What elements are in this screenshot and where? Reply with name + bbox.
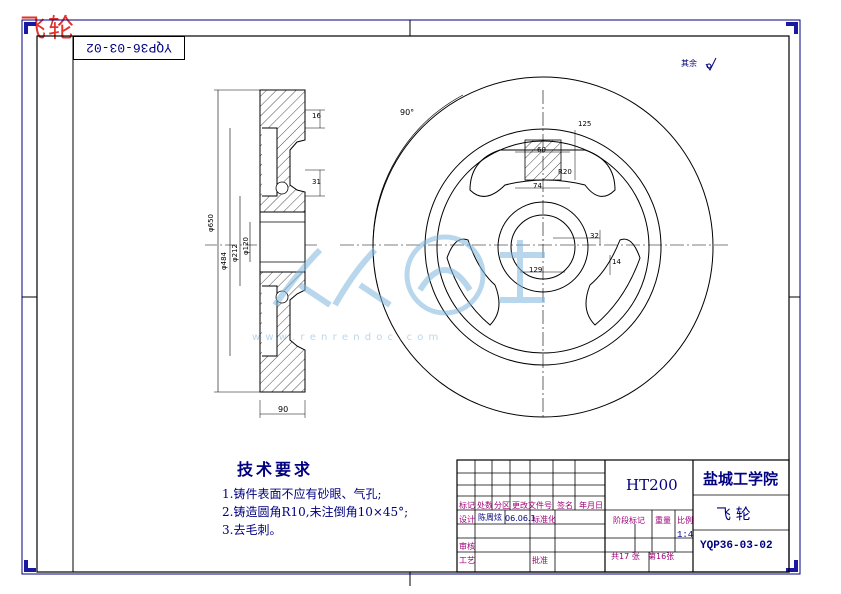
- centering-ticks: [22, 20, 800, 586]
- dim-slot-width-2: 74: [533, 182, 542, 190]
- tb-designer: 陈周炫: [478, 513, 502, 522]
- tb-header-sign: 签名: [557, 501, 573, 510]
- tb-standard-label: 标准化: [532, 515, 556, 524]
- tech-requirement-2: 2.铸造圆角R10,未注倒角10×45°;: [222, 505, 409, 519]
- part-name: 飞 轮: [716, 505, 751, 523]
- dim-slot-radius: R20: [558, 168, 572, 176]
- spoke-window-bottom: [505, 305, 580, 350]
- corner-title: 飞轮: [20, 14, 77, 44]
- front-view: [340, 76, 730, 420]
- spoke-window-top: [469, 149, 616, 197]
- spoke-window-right: [585, 238, 641, 326]
- watermark-url: w w w . r e n r e n d o c . c o m: [252, 332, 440, 343]
- tb-header-change: 更改文件号: [512, 501, 552, 510]
- dim-angle: 90°: [400, 108, 415, 117]
- school-name: 盐城工学院: [703, 470, 779, 488]
- watermark-logo-icon: [272, 234, 545, 316]
- section-view: [205, 89, 325, 418]
- scale-value: 1:4: [677, 530, 694, 540]
- tb-header-mark: 标记: [459, 501, 475, 510]
- dim-slot-width-1: 60: [537, 146, 546, 154]
- tb-header-count: 处数: [477, 501, 493, 510]
- tech-requirements-heading: 技术要求: [237, 460, 314, 479]
- roughness-symbol-icon: [705, 57, 717, 71]
- tb-weight-label: 重量: [655, 516, 671, 525]
- sheet-number: 第16张: [648, 552, 675, 561]
- inner-frame: [36, 35, 790, 573]
- rim-inner-circle: [424, 128, 662, 366]
- tb-header-zone: 分区: [494, 501, 510, 510]
- tb-scale-label: 比例: [677, 516, 693, 525]
- dim-slot-height: 125: [578, 120, 592, 128]
- tb-header-date: 年月日: [579, 501, 603, 510]
- roughness-note: 其余: [681, 59, 697, 68]
- hub-circle: [497, 201, 589, 293]
- tech-requirement-3: 3.去毛刺。: [222, 523, 282, 537]
- dim-hub-diameter: φ212: [231, 244, 239, 262]
- sheet-total: 共17 张: [611, 552, 640, 561]
- bore-circle: [510, 214, 576, 280]
- tb-review-label: 审核: [459, 542, 475, 551]
- dim-hub: 14: [612, 258, 621, 266]
- tb-process-label: 工艺: [459, 556, 475, 565]
- material: HT200: [626, 476, 678, 494]
- tb-stage-label: 阶段标记: [613, 516, 645, 525]
- drawing-number: YQP36-03-02: [700, 540, 773, 552]
- tb-design-label: 设计: [459, 515, 475, 524]
- dim-width: 90: [278, 405, 289, 414]
- keyway-slot: [524, 139, 562, 181]
- hub-section: [259, 211, 306, 273]
- title-block-grid: [456, 459, 790, 573]
- dim-bore: 129: [529, 266, 543, 274]
- dim-bore-diameter: φ120: [242, 237, 250, 255]
- tech-requirement-1: 1.铸件表面不应有砂眼、气孔;: [222, 487, 382, 501]
- dim-keyway: 32: [590, 232, 599, 240]
- dim-rim-diameter: φ484: [220, 252, 228, 270]
- dim-groove-width: 31: [312, 178, 321, 186]
- tb-approve-label: 批准: [532, 556, 548, 565]
- dim-outer-diameter: φ650: [207, 214, 215, 232]
- dim-groove-depth: 16: [312, 112, 321, 120]
- tb-design-date: 06.06.1: [505, 514, 536, 523]
